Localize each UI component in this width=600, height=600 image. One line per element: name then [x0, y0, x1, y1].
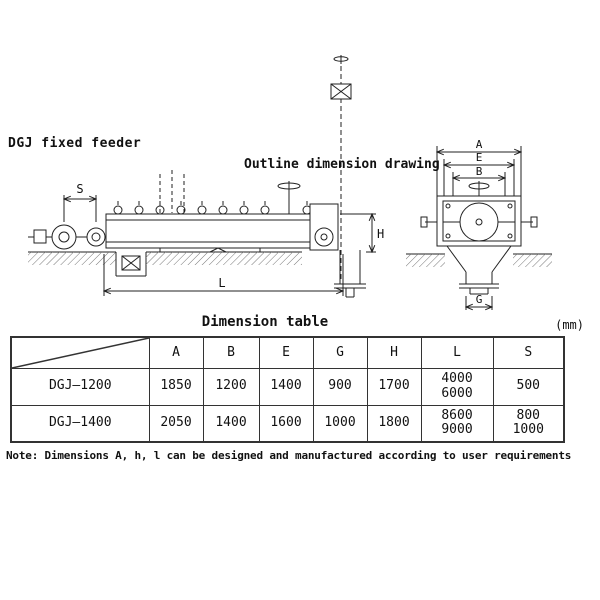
table-corner-cell [10, 336, 150, 369]
conveyor-frame [105, 213, 335, 249]
dimension-a [437, 146, 521, 196]
end-hopper [446, 245, 512, 295]
table-row: DGJ—1200 1850 1200 1400 900 1700 4000 60… [10, 367, 565, 406]
dimension-b [453, 172, 505, 196]
handwheel-icon [277, 181, 301, 214]
value-cell: 2050 [148, 404, 204, 443]
dimension-table-title: Dimension table [201, 314, 329, 330]
dim-label-l: L [218, 276, 225, 290]
model-cell: DGJ—1200 [10, 367, 150, 406]
dim-label-g: G [476, 293, 483, 306]
col-header-s: S [492, 336, 565, 369]
value-cell: 1400 [202, 404, 260, 443]
dimension-l [104, 254, 343, 296]
col-header-a: A [148, 336, 204, 369]
value-cell: 8600 9000 [420, 404, 494, 443]
value-cell: 1200 [202, 367, 260, 406]
end-view: A E B [406, 138, 552, 310]
value-cell: 1800 [366, 404, 422, 443]
side-view: S L H [28, 55, 384, 298]
product-title: DGJ fixed feeder [8, 136, 142, 151]
col-header-g: G [312, 336, 368, 369]
col-header-b: B [202, 336, 260, 369]
dimension-table: A B E G H L S DGJ—1200 1850 1200 1400 90… [10, 336, 565, 443]
dim-label-b: B [476, 165, 483, 178]
col-header-e: E [258, 336, 314, 369]
drawing-title: Outline dimension drawing [244, 157, 440, 172]
end-ground-hatching [406, 253, 552, 267]
unit-label: (mm) [555, 318, 584, 332]
col-header-h: H [366, 336, 422, 369]
end-handwheel-icon [468, 181, 490, 196]
rollers [113, 201, 333, 215]
dimension-g [466, 296, 492, 310]
dimension-s [64, 195, 96, 222]
technical-drawing: S L H [28, 55, 552, 318]
dim-label-s: S [76, 182, 83, 196]
value-cell: 800 1000 [492, 404, 565, 443]
end-body [420, 195, 538, 247]
value-cell: 900 [312, 367, 368, 406]
pipe-fitting-icon [330, 83, 352, 100]
dim-label-h: H [377, 227, 384, 241]
discharge-chute [334, 250, 366, 298]
head-station [309, 203, 339, 251]
table-row: DGJ—1400 2050 1400 1600 1000 1800 8600 9… [10, 404, 565, 443]
table-header-row: A B E G H L S [10, 336, 565, 369]
dimension-h [340, 214, 376, 252]
model-cell: DGJ—1400 [10, 404, 150, 443]
ground-hatching [28, 251, 372, 277]
dimension-e [444, 159, 514, 196]
dim-label-a: A [476, 138, 483, 151]
value-cell: 500 [492, 367, 565, 406]
note-text: Note: Dimensions A, h, l can be designed… [6, 449, 572, 462]
col-header-l: L [420, 336, 494, 369]
value-cell: 1000 [312, 404, 368, 443]
drive-pulleys [28, 224, 106, 250]
value-cell: 1600 [258, 404, 314, 443]
value-cell: 1700 [366, 367, 422, 406]
value-cell: 4000 6000 [420, 367, 494, 406]
dim-label-e: E [476, 151, 483, 164]
value-cell: 1400 [258, 367, 314, 406]
value-cell: 1850 [148, 367, 204, 406]
